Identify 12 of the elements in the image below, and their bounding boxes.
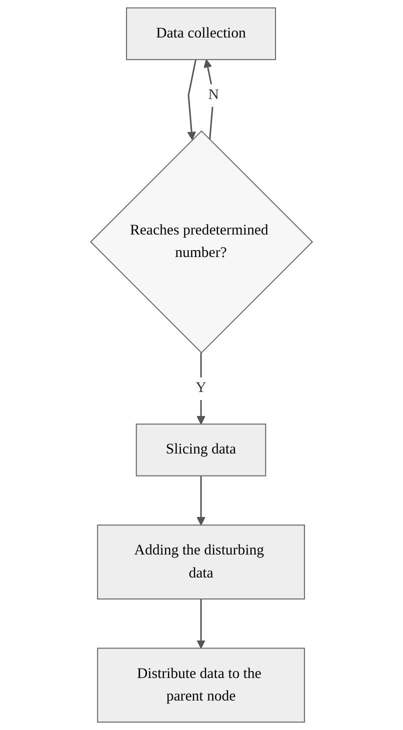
node-diamond: Reaches predetermined number? (90, 130, 314, 354)
node-box: Data collection (126, 7, 276, 60)
arrow (204, 59, 214, 140)
edge-label: Y (196, 380, 206, 396)
node-box: Adding the disturbing data (97, 524, 305, 600)
edge-label: N (208, 87, 219, 103)
arrow (196, 598, 206, 649)
node-box: Distribute data to the parent node (97, 648, 305, 723)
arrow (187, 59, 196, 140)
node-box: Slicing data (136, 424, 266, 476)
arrow (196, 476, 206, 526)
arrow (196, 352, 206, 424)
